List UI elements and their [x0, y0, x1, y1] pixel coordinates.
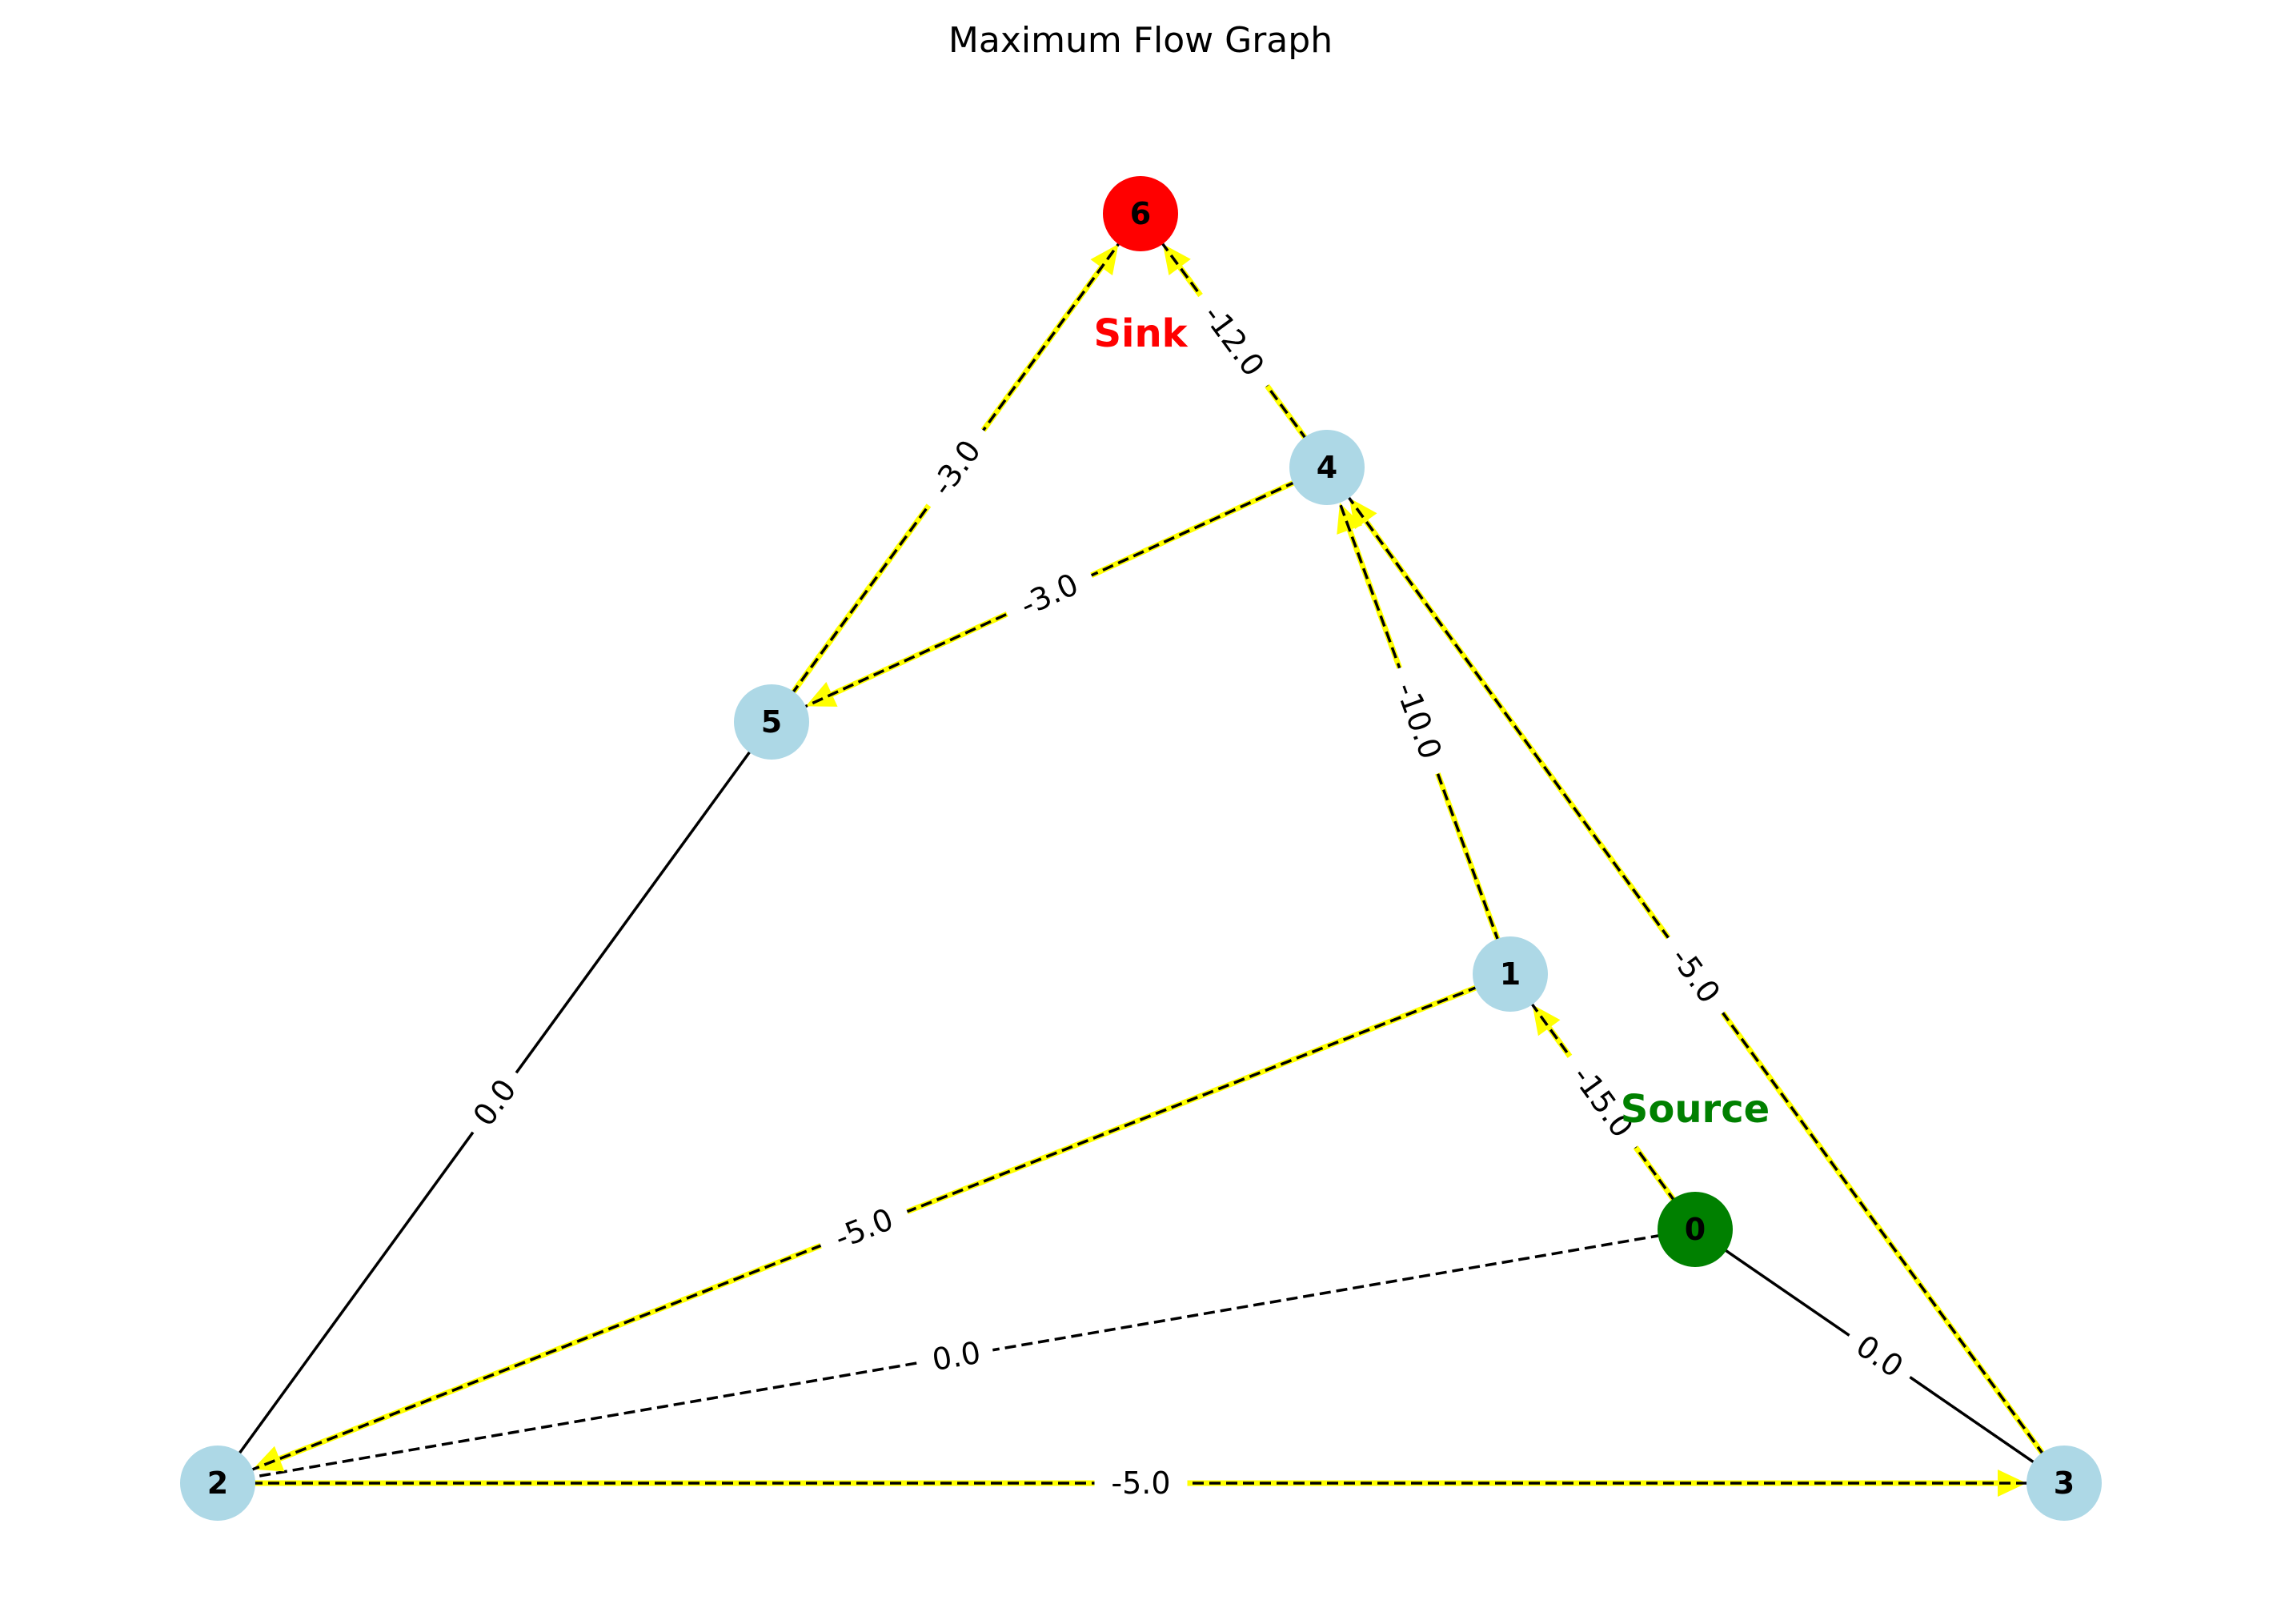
node-circle [180, 1446, 255, 1521]
node-label: 2 [207, 1466, 228, 1501]
node-circle [1473, 936, 1548, 1012]
edge-label-text: -5.0 [1111, 1466, 1170, 1501]
flow-arrowhead [1998, 1470, 2026, 1497]
node-circle [1103, 176, 1178, 251]
node-6: 6 [1103, 176, 1178, 251]
flow-arrowhead [1162, 243, 1191, 275]
node-circle [1658, 1192, 1733, 1267]
edge-label-bg [916, 1330, 996, 1382]
edge-label-0-2: 0.0 [916, 1330, 996, 1382]
edge-label-bg [1381, 661, 1457, 780]
node-1: 1 [1473, 936, 1548, 1012]
node-label: 6 [1130, 196, 1151, 231]
node-circle [1289, 430, 1365, 505]
node-0: 0 [1658, 1192, 1733, 1267]
node-3: 3 [2026, 1446, 2102, 1521]
node-circle [2026, 1446, 2102, 1521]
node-2: 2 [180, 1446, 255, 1521]
flow-arrowhead [1532, 1004, 1561, 1037]
node-5: 5 [734, 684, 809, 760]
edge-label-bg [1184, 283, 1284, 398]
edge-label-text: 0.0 [929, 1335, 983, 1378]
edge-label-bg [998, 557, 1100, 632]
flow-arrowhead [252, 1446, 285, 1472]
node-circle [734, 684, 809, 760]
nodes-layer: 0 1 2 3 4 5 6 [180, 176, 2102, 1521]
edge-label-2-3: -5.0 [1094, 1463, 1188, 1503]
node-label: 5 [761, 704, 782, 740]
node-label: 1 [1500, 956, 1521, 992]
edge-label-bg [1838, 1318, 1922, 1394]
edge-label-bg [1094, 1463, 1188, 1503]
edge-label-bg [1553, 1045, 1652, 1159]
node-label: 3 [2054, 1466, 2075, 1501]
sink-annotation: Sink [1093, 311, 1188, 356]
node-4: 4 [1289, 430, 1365, 505]
node-label: 4 [1317, 450, 1337, 485]
source-annotation: Source [1621, 1087, 1770, 1132]
edge-label-bg [1652, 925, 1739, 1025]
edge-label-bg [813, 1193, 915, 1265]
edge-label-bg [912, 418, 1000, 518]
node-label: 0 [1685, 1212, 1706, 1247]
edge-line [770, 212, 1142, 724]
flow-arrowhead [805, 681, 838, 707]
flow-arrowhead [1349, 498, 1377, 530]
edge-label-bg [456, 1061, 533, 1145]
diagram-title: Maximum Flow Graph [948, 20, 1333, 61]
